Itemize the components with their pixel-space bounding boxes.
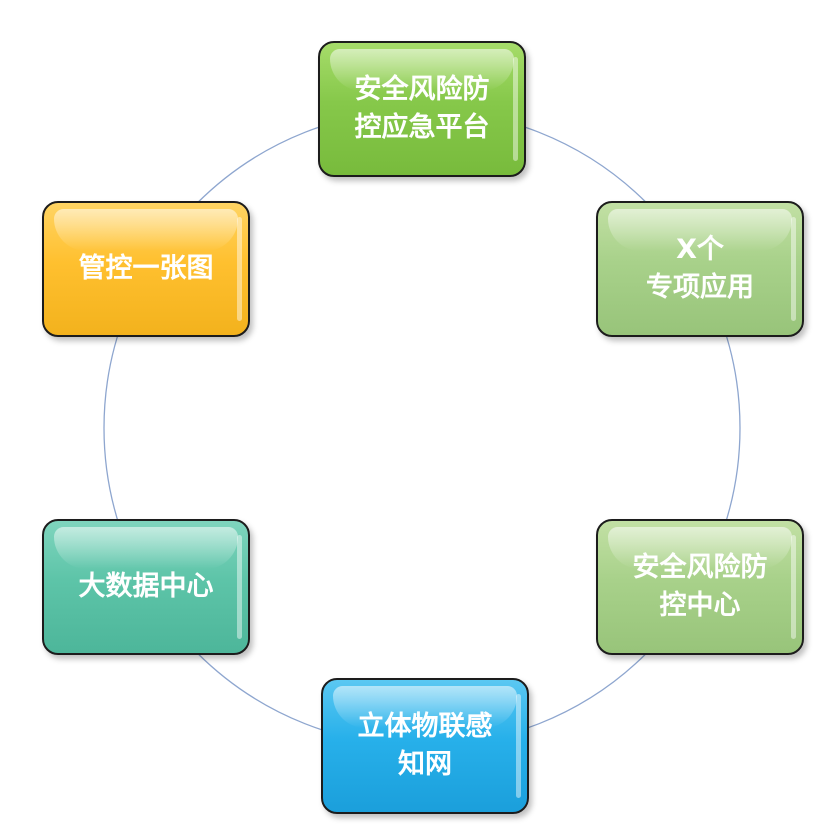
node-iot-sensing-network: 立体物联感 知网: [321, 678, 529, 814]
node-special-applications: X个 专项应用: [596, 201, 804, 337]
node-label-line: 管控一张图: [78, 253, 214, 284]
node-label-line: 专项应用: [646, 272, 754, 303]
node-big-data-center: 大数据中心: [42, 519, 250, 655]
node-label-line: 控中心: [659, 590, 741, 621]
node-label-line: X个: [676, 234, 724, 265]
node-label-line: 控应急平台: [354, 112, 490, 143]
node-safety-risk-platform: 安全风险防 控应急平台: [318, 41, 526, 177]
node-label-line: 安全风险防: [354, 74, 490, 105]
node-safety-risk-center: 安全风险防 控中心: [596, 519, 804, 655]
node-label-line: 知网: [398, 749, 452, 780]
node-label-line: 大数据中心: [78, 571, 214, 602]
node-label-line: 立体物联感: [357, 711, 493, 742]
node-control-map: 管控一张图: [42, 201, 250, 337]
node-label-line: 安全风险防: [632, 552, 768, 583]
